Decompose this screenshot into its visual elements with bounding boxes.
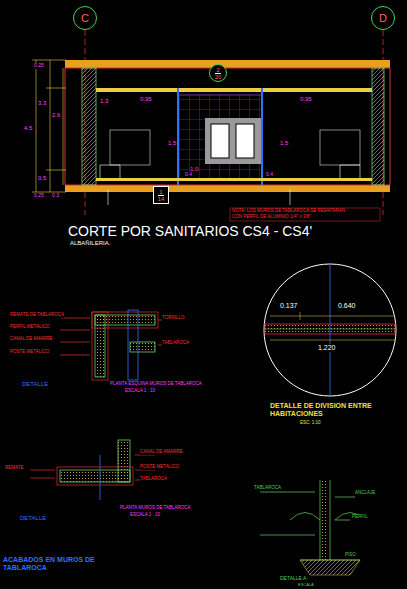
dimension: 0.25 (34, 193, 44, 199)
dimension: 0.640 (338, 302, 356, 310)
annotation: ESCALA 1 : 10 (125, 389, 155, 394)
drawing-title: CORTE POR SANITARIOS CS4 - CS4' (68, 224, 312, 239)
annotation: TABLAROCA (162, 341, 189, 346)
annotation: ANCLAJE (355, 491, 375, 496)
dimension: 4.5 (24, 125, 32, 132)
annotation: ACABADOS EN MUROS DE TABLAROCA (3, 556, 103, 571)
annotation: TORNILLO (162, 316, 184, 321)
annotation: DETALLE (20, 515, 46, 522)
dimension: 1.220 (318, 344, 336, 352)
annotation: ALBAÑILERIA. (70, 240, 110, 247)
node-text: 20 (215, 73, 222, 80)
annotation: DETALLE DE DIVISION ENTRE HABITACIONES (270, 402, 380, 417)
annotation: CANAL DE AMARRE (140, 450, 183, 455)
annotation: TABLAROCA (254, 486, 281, 491)
annotation: ESC: 1:10 (300, 421, 321, 426)
dimension: 0.5 (38, 175, 46, 182)
annotation: ESCALA (298, 583, 314, 587)
node-text: D (379, 13, 387, 24)
dimension: 0.25 (34, 63, 44, 69)
annotation: PISO (345, 553, 356, 558)
annotation: CANAL DE AMARRE (10, 337, 53, 342)
annotation: DETALLE (22, 381, 48, 388)
dimension: 0.4 (185, 172, 192, 178)
dimension: 1.3 (100, 98, 108, 105)
annotation: REMATE (5, 466, 23, 471)
annotation: NOTA: LOS MUROS DE TABLAROCA SE REMATARA… (232, 209, 345, 214)
dimension: 0.95 (140, 96, 152, 103)
dimension: 3.3 (38, 100, 46, 107)
dimension: 0.95 (300, 96, 312, 103)
annotation: DETALLE A (280, 576, 306, 582)
annotation: POSTE METALICO (140, 465, 179, 470)
annotation: REMATE DE TABLAROCA (10, 313, 64, 318)
annotation: PLANTA MUROS DE TABLAROCA (120, 506, 191, 511)
dimension: 1.5 (168, 140, 176, 147)
annotation: POSTE METALICO (10, 350, 49, 355)
grid-bubble: D (371, 6, 395, 30)
node-text: 14 (158, 195, 165, 202)
node-text: C (81, 13, 89, 24)
grid-bubble: 220 (209, 64, 227, 82)
dimension: 0.137 (280, 302, 298, 310)
annotation: PLANTA ESQUINA MUROS DE TABLAROCA (110, 382, 202, 387)
dimension: 0.3 (52, 193, 59, 199)
grid-bubble: C (73, 6, 97, 30)
annotation: PERFIL METALICO (10, 325, 50, 330)
annotation: CON PERFIL DE ALUMINIO 1/4" x 3/8" (232, 215, 311, 220)
annotation: PERFIL (352, 515, 368, 520)
section-marker: 114 (153, 186, 169, 204)
annotation: ESCALA 1 : 10 (130, 513, 160, 518)
dimension: 0.4 (266, 172, 273, 178)
dimension: 1.5 (280, 140, 288, 147)
dimension: 2.6 (52, 112, 60, 119)
annotation: TABLAROCA (140, 477, 167, 482)
